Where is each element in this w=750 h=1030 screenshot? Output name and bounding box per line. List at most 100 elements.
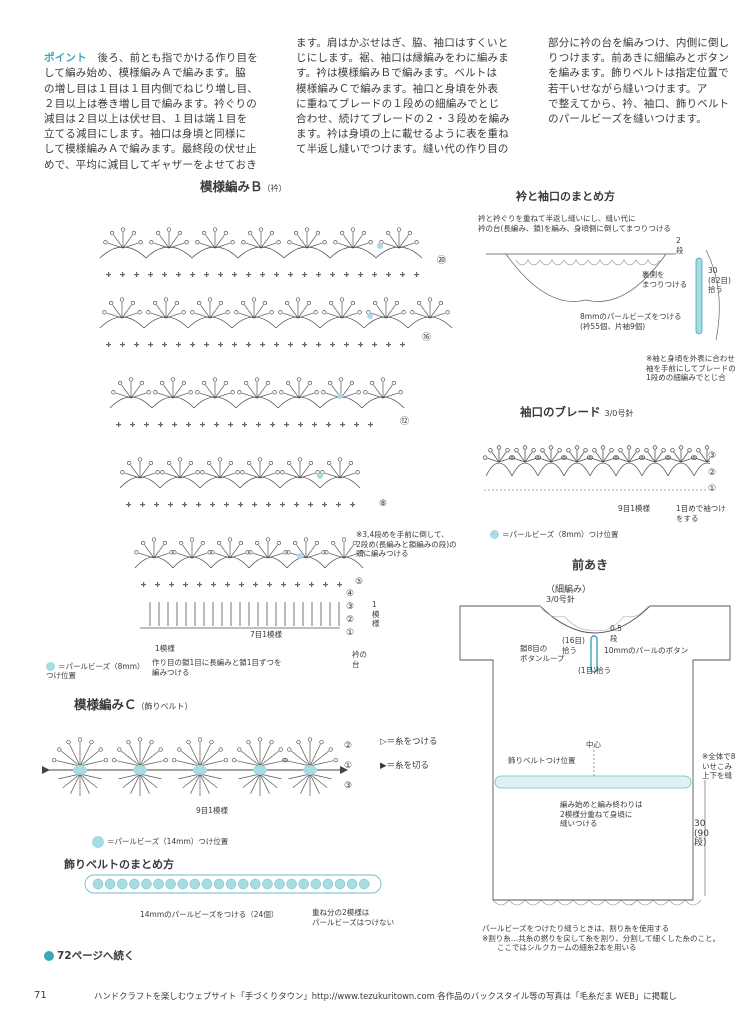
pattern-b-fan-stroke [247,384,258,399]
sleeve-braid-fan-stroke-bobble [488,448,493,453]
pattern-b-fan-stroke [130,392,147,399]
pattern-b-stitch-cross [300,422,302,427]
pattern-b-fan-stroke [339,472,356,479]
belt-bead [92,878,104,890]
sleeve-braid-fan-stroke-bobble [505,448,510,453]
pattern-b-fan-stroke [340,392,357,399]
pattern-b-fan-stroke-bobble [427,297,433,302]
pattern-c-fan-stroke-bobble [186,739,191,745]
pattern-b-fan-stroke-bobble [227,537,233,542]
sleeve-nine-eye: 9目1模様 [618,504,651,513]
front-yarn-note: パールビーズをつけたり縫うときは、割り糸を使用する ※割り糸…共糸の撚りを戻して… [482,924,721,952]
pattern-b-fan-stroke [253,304,264,319]
pattern-b-fan-stroke-bobble [155,470,160,475]
pattern-b-collar-base: 衿の 台 [352,650,367,669]
pattern-c-fan-stroke-bobble [117,747,122,752]
pattern-c-fan-stroke [241,750,261,767]
pattern-b-fan-stroke [179,464,190,479]
pattern-b-fan-stroke-bobble [391,380,397,386]
pattern-c-fan-lower [130,773,141,794]
sleeve-braid-fan-stroke-bobble [583,448,588,453]
pattern-c-fan-stroke-bobble [319,739,324,745]
pattern-b-fan-stroke [229,544,240,559]
pattern-c-fan-lower [309,773,320,794]
pattern-c-bead-legend: ＝パールビーズ（14mm）つけ位置 [92,826,228,848]
sleeve-braid-fan-stroke [669,457,682,463]
pattern-b-fan-stroke-bobble [128,377,134,382]
pattern-b-fan-stroke [256,392,273,399]
pattern-b-stitch-cross [370,422,372,427]
belt-bead [165,878,176,890]
pattern-b-fan-stroke-bobble [407,230,413,236]
front-button: 10mmのパールのボタン [604,646,689,655]
pattern-b-fan-stroke [297,304,308,319]
sleeve-row-2: ② [708,468,717,478]
pattern-b-fan-stroke-bobble [170,377,176,382]
pattern-c-fan-stroke-bobble [103,757,108,763]
pattern-b-fan-stroke-bobble [223,230,229,236]
pattern-c-fan-stroke-bobble [282,757,287,763]
collar-back-side: 裏側を まつりつける [642,270,688,289]
pattern-b-stitch-cross [157,582,159,587]
sleeve-braid-fan-stroke [680,452,689,463]
pattern-b-fan-stroke [238,312,255,319]
pattern-b-stitch-cross [332,272,334,277]
pattern-b-fan-stroke-bobble [285,380,291,386]
pattern-b-stitch-cross [226,502,228,507]
sleeve-braid-fan-stroke-bobble [600,445,606,450]
pattern-c-fan-lower [199,773,222,780]
pattern-b-fan-stroke-bobble [258,227,264,232]
pattern-b-fan-stroke-bobble [172,550,177,555]
sleeve-braid-fan-stroke [524,457,537,463]
pattern-b-stitch-cross [290,272,292,277]
pattern-c-fan-stroke [139,750,159,767]
sleeve-braid-scallop [537,462,565,477]
pattern-b-fan-stroke-bobble [200,470,205,475]
pattern-c-fan-lower [70,773,81,794]
sleeve-braid-fan-stroke-bobble [670,448,675,453]
pattern-c-fan-stroke-bobble [137,737,143,742]
bead-swatch-8mm-b [490,530,499,539]
sleeve-braid-fan-stroke-bobble [566,448,571,453]
sleeve-edge [705,249,720,341]
pattern-b-fan-stroke-bobble [341,537,347,542]
pattern-c-fan-stroke [259,744,271,767]
pattern-b-stitch-cross [136,272,138,277]
pattern-b-fan-stroke [205,234,216,249]
sleeve-braid-scallop [485,462,513,477]
pattern-b-stitch-cross [290,342,292,347]
pattern-b-fan-stroke-bobble [206,460,212,466]
pattern-b-stitch-cross [178,342,180,347]
pattern-c-fan-lower [122,773,141,788]
sleeve-braid-fan-stroke [654,457,667,463]
pattern-b-fan-stroke-bobble [160,470,165,475]
pattern-c-fan-stroke-bobble [307,737,313,742]
pattern-b-fan-stroke-bobble [162,540,168,546]
sleeve-one-row: 1目めで袖つけ をする [676,504,726,523]
pattern-b-one-pattern: 1模様 [155,644,175,653]
pattern-b-fan-stroke-bobble [401,310,406,315]
pattern-b-fan-stroke-bobble [280,470,285,475]
pattern-b-fan-stroke [153,544,164,559]
pattern-b-fan-stroke-bobble [254,540,260,546]
pattern-b-fan-stroke-bobble [139,380,145,386]
pattern-b-stitch-cross [216,422,218,427]
pattern-b-stitch-cross [283,582,285,587]
pattern-b-stitches [106,272,419,587]
pattern-c-fan-stroke-bobble [112,757,117,763]
bead-swatch-8mm [46,662,55,671]
pattern-c-fan-stroke-bobble [223,757,228,763]
pattern-b-stitch-cross [296,502,298,507]
pattern-b-fan-stroke [194,312,211,319]
belt-bead [189,878,201,890]
pattern-b-fan-stroke [214,242,231,249]
sleeve-braid-fan-stroke [617,457,630,463]
pattern-b-fan-stroke [168,242,185,249]
pattern-b-fan-stroke-bobble [130,300,136,306]
pattern-b-fan-stroke-bobble [166,227,172,232]
pattern-b-fan-stroke [385,304,396,319]
pattern-b-bead [297,553,303,559]
pattern-b-beads [297,243,383,559]
pattern-b-stitch-cross [332,342,334,347]
pattern-c-legend: ▷＝糸をつける ▶＝糸を切る [380,724,438,784]
